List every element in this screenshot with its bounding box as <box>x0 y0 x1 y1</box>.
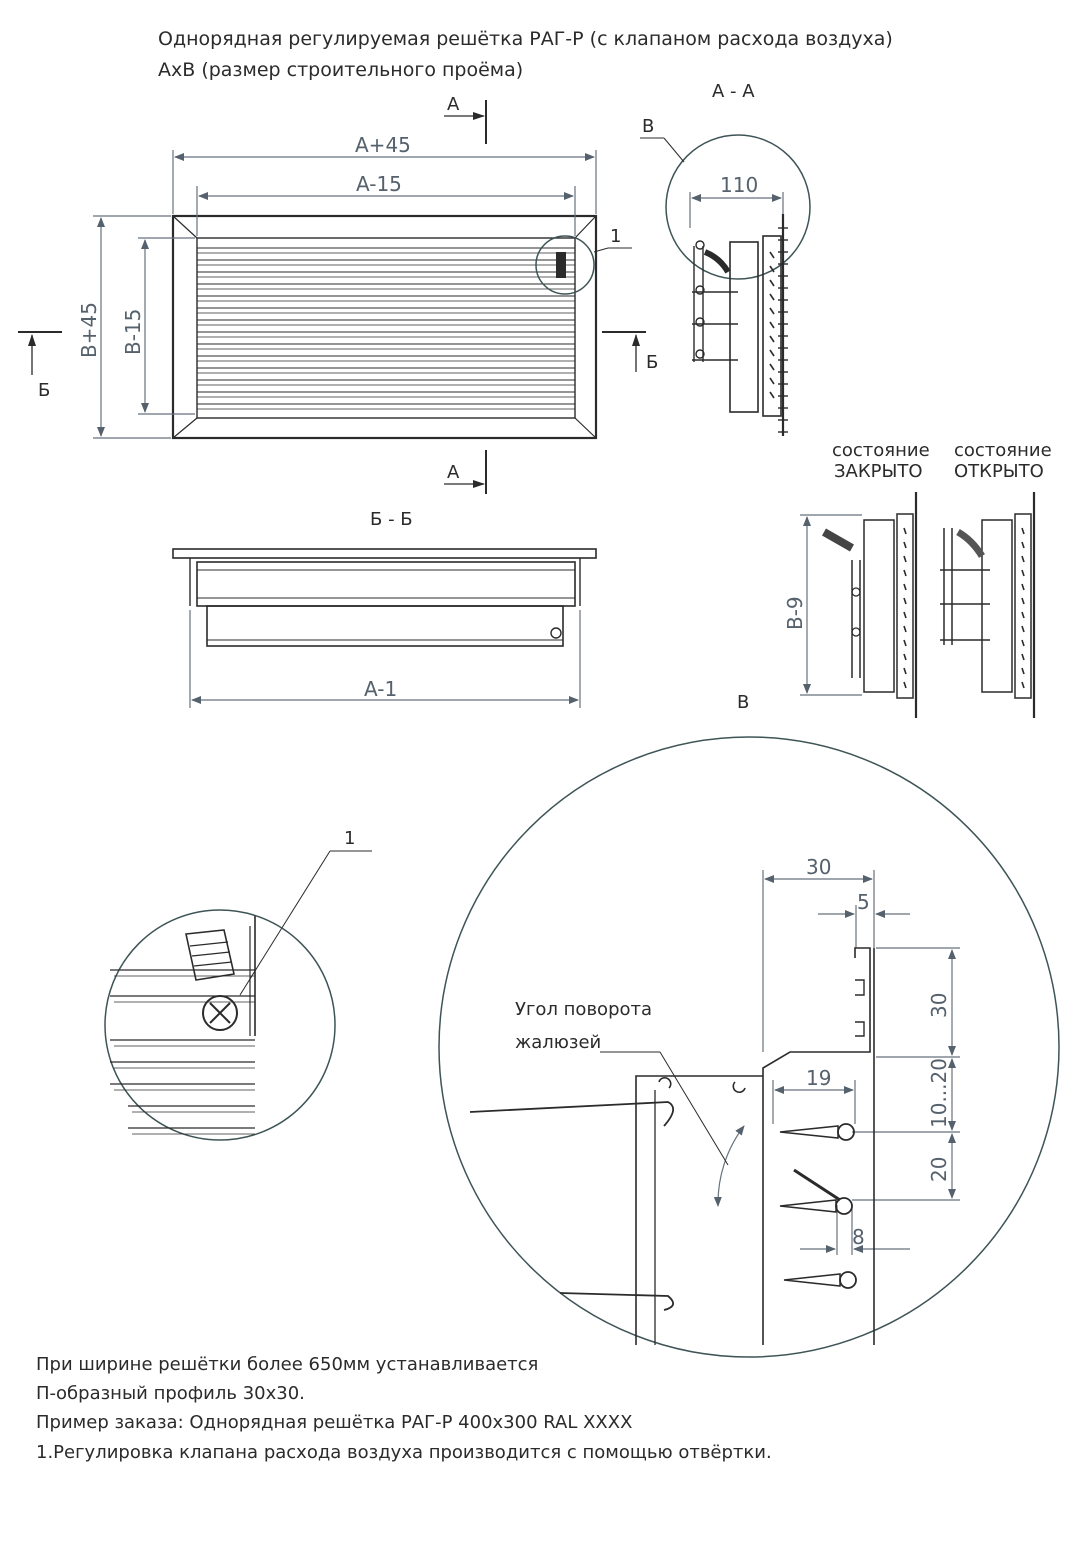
callout-1-label: 1 <box>610 226 621 247</box>
hatch-line <box>1021 541 1025 549</box>
dim-30-top: 30 <box>806 855 831 879</box>
screw-head-icon <box>202 995 238 1031</box>
drawing-subtitle: АхВ (размер строительного проёма) <box>158 59 523 81</box>
dim-b-plus-45: B+45 <box>77 302 101 358</box>
hatch-line <box>769 363 775 371</box>
angle-label-line-2: жалюзей <box>515 1032 601 1053</box>
hatch-line <box>769 293 775 301</box>
hatch-line <box>769 349 775 357</box>
dim-20: 20 <box>927 1157 951 1182</box>
section-a-a-title: А - А <box>712 81 755 102</box>
dim-a-minus-15: A-15 <box>356 172 402 196</box>
dim-110: 110 <box>720 173 758 197</box>
hatch-line <box>1021 555 1025 563</box>
detail-1-circle <box>104 909 336 1141</box>
detail-v-marker-circle <box>665 134 811 280</box>
hatch-line <box>1021 527 1025 535</box>
detail-1-slats <box>110 969 255 1135</box>
hatch-line <box>903 611 907 619</box>
hatch-line <box>769 391 775 399</box>
dim-a-plus-45: A+45 <box>355 133 411 157</box>
dim-10-20: 10...20 <box>927 1058 951 1128</box>
angle-label-line-1: Угол поворота <box>515 999 652 1020</box>
note-line-4: 1.Регулировка клапана расхода воздуха пр… <box>36 1442 772 1463</box>
hatch-line <box>769 265 775 273</box>
section-mark-a-bottom: A <box>447 462 460 483</box>
state-open-label-1: состояние <box>954 440 1052 461</box>
hatch-line <box>903 583 907 591</box>
hatch-line <box>1021 639 1025 647</box>
hatch-line <box>1021 625 1025 633</box>
section-b-b: Б - Б A-1 <box>172 509 597 708</box>
state-open-drawing <box>940 492 1036 718</box>
hatch-line <box>903 527 907 535</box>
dim-b-minus-15: B-15 <box>121 309 145 355</box>
hatch-line <box>903 625 907 633</box>
front-view: 1 A+45 A-15 B+45 B-15 A A Б Б <box>18 94 658 494</box>
hatch-line <box>903 555 907 563</box>
hatch-line <box>769 377 775 385</box>
hatch-line <box>903 541 907 549</box>
dim-5: 5 <box>857 890 870 914</box>
detail-1-view: 1 <box>104 828 372 1141</box>
dim-30-side: 30 <box>927 993 951 1018</box>
hatch-line <box>1021 653 1025 661</box>
section-b-b-title: Б - Б <box>370 509 413 530</box>
grille-slats <box>197 247 575 410</box>
hatch-line <box>1021 611 1025 619</box>
state-closed-label-2: ЗАКРЫТО <box>834 461 923 482</box>
hatch-line <box>903 569 907 577</box>
state-open-label-2: ОТКРЫТО <box>954 461 1044 482</box>
dim-8: 8 <box>852 1225 865 1249</box>
hatch-line <box>1021 667 1025 675</box>
damper-states: состояние ЗАКРЫТО состояние ОТКРЫТО B-9 <box>737 440 1052 718</box>
state-grille-teeth <box>903 527 1025 689</box>
section-mark-a-top: A <box>447 94 460 115</box>
hatch-line <box>769 307 775 315</box>
detail-v-circle <box>438 736 1060 1358</box>
state-closed-drawing <box>822 492 918 718</box>
detail-1-callout: 1 <box>344 828 355 849</box>
view-v-label: В <box>737 692 749 713</box>
hatch-line <box>1021 681 1025 689</box>
hatch-line <box>903 681 907 689</box>
hatch-line <box>1021 583 1025 591</box>
note-line-3: Пример заказа: Однорядная решётка РАГ-Р … <box>36 1412 632 1433</box>
hatch-line <box>1021 569 1025 577</box>
hatch-line <box>903 653 907 661</box>
hatch-line <box>903 639 907 647</box>
note-line-2: П-образный профиль 30х30. <box>36 1383 305 1404</box>
note-line-1: При ширине решётки более 650мм устанавли… <box>36 1354 538 1375</box>
dim-a-minus-1: A-1 <box>364 677 397 701</box>
detail-v-callout: В <box>642 116 654 137</box>
hatch-line <box>769 321 775 329</box>
hatch-line <box>769 279 775 287</box>
hatch-line <box>1021 597 1025 605</box>
drawing-title: Однорядная регулируемая решётка РАГ-Р (с… <box>158 28 893 50</box>
state-closed-label-1: состояние <box>832 440 930 461</box>
hatch-line <box>903 667 907 675</box>
hatch-line <box>769 251 775 259</box>
dim-19: 19 <box>806 1066 831 1090</box>
hatch-line <box>769 335 775 343</box>
detail-1-marker-circle <box>535 235 595 295</box>
notes-block: При ширине решётки более 650мм устанавли… <box>36 1354 772 1463</box>
hatch-line <box>903 597 907 605</box>
dim-b-minus-9: B-9 <box>783 596 807 630</box>
grille-teeth <box>769 227 788 433</box>
section-a-a: А - А В 110 <box>640 81 811 436</box>
section-mark-b-left: Б <box>38 380 50 401</box>
section-mark-b-right: Б <box>646 352 658 373</box>
detail-v-view: 30 5 30 10...20 20 19 8 <box>438 736 1060 1358</box>
adjustment-screw <box>556 252 566 278</box>
